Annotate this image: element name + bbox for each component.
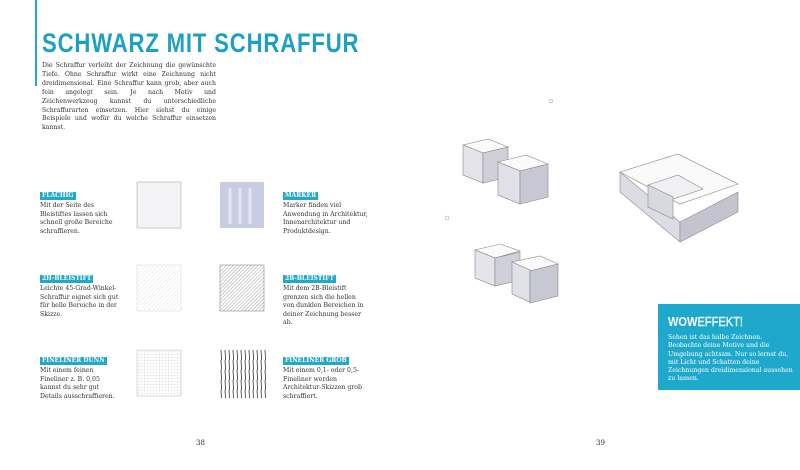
wow-text: Sehen ist das halbe Zeichnen. Beobachte … [668,334,793,383]
item-flaechig: FLÄCHIG Mit der Seite des Bleistiftes las… [40,182,120,236]
item-fineliner-duenn: FINELINER DÜNN Mit einem feinen Fineliner… [40,347,120,401]
accent-rule [35,0,37,86]
page-number-right: 39 [596,439,605,447]
item-text: Mit einem 0,1- oder 0,5-Fineliner werden… [283,367,362,400]
item-text: Mit einem feinen Fineliner z. B. 0,05 ka… [40,367,115,400]
item-label: 2B-BLEISTIFT [283,275,336,283]
item-label: FLÄCHIG [40,192,76,200]
swatch-2b [219,264,265,312]
item-label: FINELINER GROB [283,357,349,365]
wow-title-b: EFFEKT! [697,314,743,329]
item-label: FINELINER DÜNN [40,357,107,365]
swatch-marker [220,182,264,228]
item-2h: 2H-BLEISTIFT Leichte 45-Grad-Winkel-Schra… [40,265,120,319]
cube-sketches [462,138,739,304]
item-fineliner-grob: FINELINER GROB Mit einem 0,1- oder 0,5-Fi… [283,347,368,401]
swatch-2h [136,264,182,312]
item-2b: 2B-BLEISTIFT Mit dem 2B-Bleistift grenzen… [283,265,368,328]
item-text: Mit der Seite des Bleistiftes lassen sic… [40,202,113,235]
wow-title-a: WOW [668,314,698,329]
item-marker: MARKER Marker finden viel Anwendung in Ar… [283,182,368,236]
item-text: Leichte 45-Grad-Winkel-Schraffur eignet … [40,285,119,318]
item-text: Mit dem 2B-Bleistift grenzen sich die he… [283,285,364,327]
intro-text: Die Schraffur verleiht der Zeichnung die… [42,62,216,132]
item-text: Marker finden viel Anwendung in Architek… [283,202,368,235]
page-title: SCHWARZ MIT SCHRAFFUR [42,28,360,58]
swatch-flaechig [136,181,182,229]
page-number-left: 38 [196,439,205,447]
swatch-fineliner-grob [218,350,266,398]
sun-icon [444,98,554,221]
wow-effekt-box: WOWEFFEKT! Sehen ist das halbe Zeichnen.… [658,304,800,390]
item-label: 2H-BLEISTIFT [40,275,94,283]
wow-title: WOWEFFEKT! [668,314,743,329]
marker-streaks [228,188,252,224]
item-label: MARKER [283,192,319,200]
swatch-fineliner-duenn [136,349,182,397]
